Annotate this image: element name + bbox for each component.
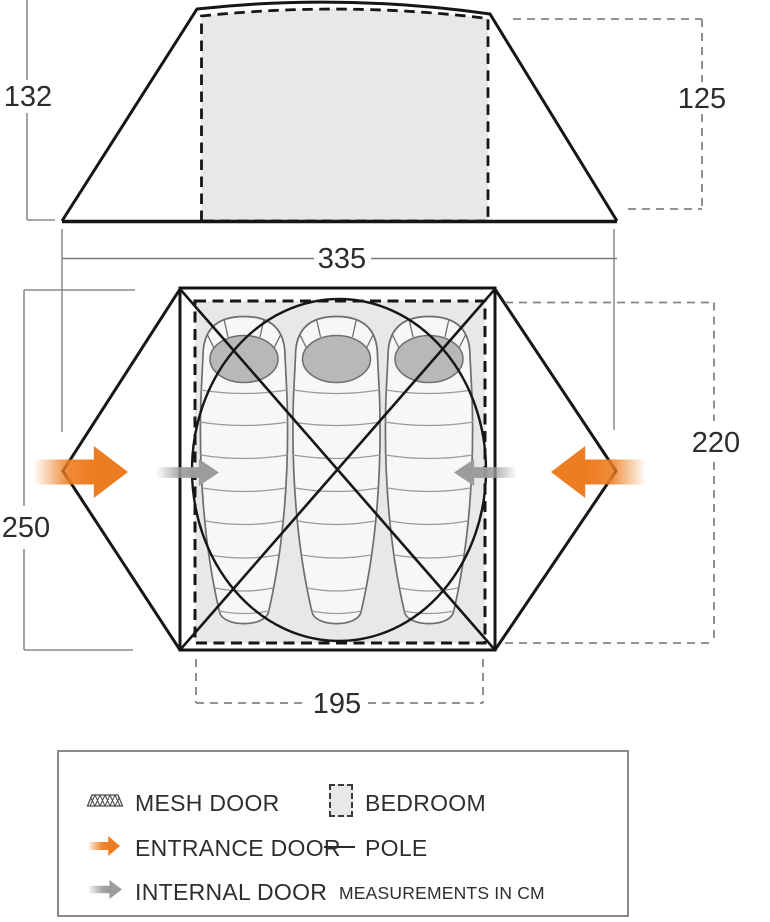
dimension-250: 250 <box>2 289 135 651</box>
elevation-tent-outline <box>60 0 619 222</box>
dimension-335: 335 <box>61 229 617 432</box>
pole-line-icon <box>324 846 355 848</box>
legend-bedroom-label: BEDROOM <box>365 790 486 816</box>
dimension-125-label: 125 <box>678 83 726 115</box>
floorplan-view <box>61 286 618 652</box>
legend-mesh-door-label: MESH DOOR <box>135 790 280 816</box>
dimension-220-label: 220 <box>692 427 740 459</box>
legend-entrance-door-label: ENTRANCE DOOR <box>135 835 341 861</box>
dimension-220: 220 <box>505 301 740 644</box>
dimension-195: 195 <box>195 659 484 720</box>
pole-diagonals <box>179 288 496 651</box>
legend-box: MESH DOOR ENTRANCE DOOR INTERNAL DOOR BE… <box>57 750 629 917</box>
diagram-canvas: 132 125 335 250 <box>2 0 740 720</box>
dimension-335-label: 335 <box>318 243 366 275</box>
legend-internal-door-label: INTERNAL DOOR <box>135 879 328 905</box>
bedroom-swatch-icon <box>329 784 353 817</box>
elevation-view <box>60 0 619 224</box>
dimension-132: 132 <box>4 0 55 221</box>
mesh-door-icon <box>86 794 124 807</box>
dimension-125: 125 <box>513 18 726 210</box>
dimension-250-label: 250 <box>2 512 50 544</box>
dimension-195-label: 195 <box>313 688 361 720</box>
entrance-door-arrow-icon <box>89 836 120 856</box>
legend-pole-label: POLE <box>365 835 428 861</box>
legend-measurements-note: MEASUREMENTS IN CM <box>339 883 545 903</box>
internal-door-arrow-icon <box>89 880 122 899</box>
dimension-132-label: 132 <box>4 81 52 113</box>
elevation-bedroom-area <box>200 7 490 223</box>
